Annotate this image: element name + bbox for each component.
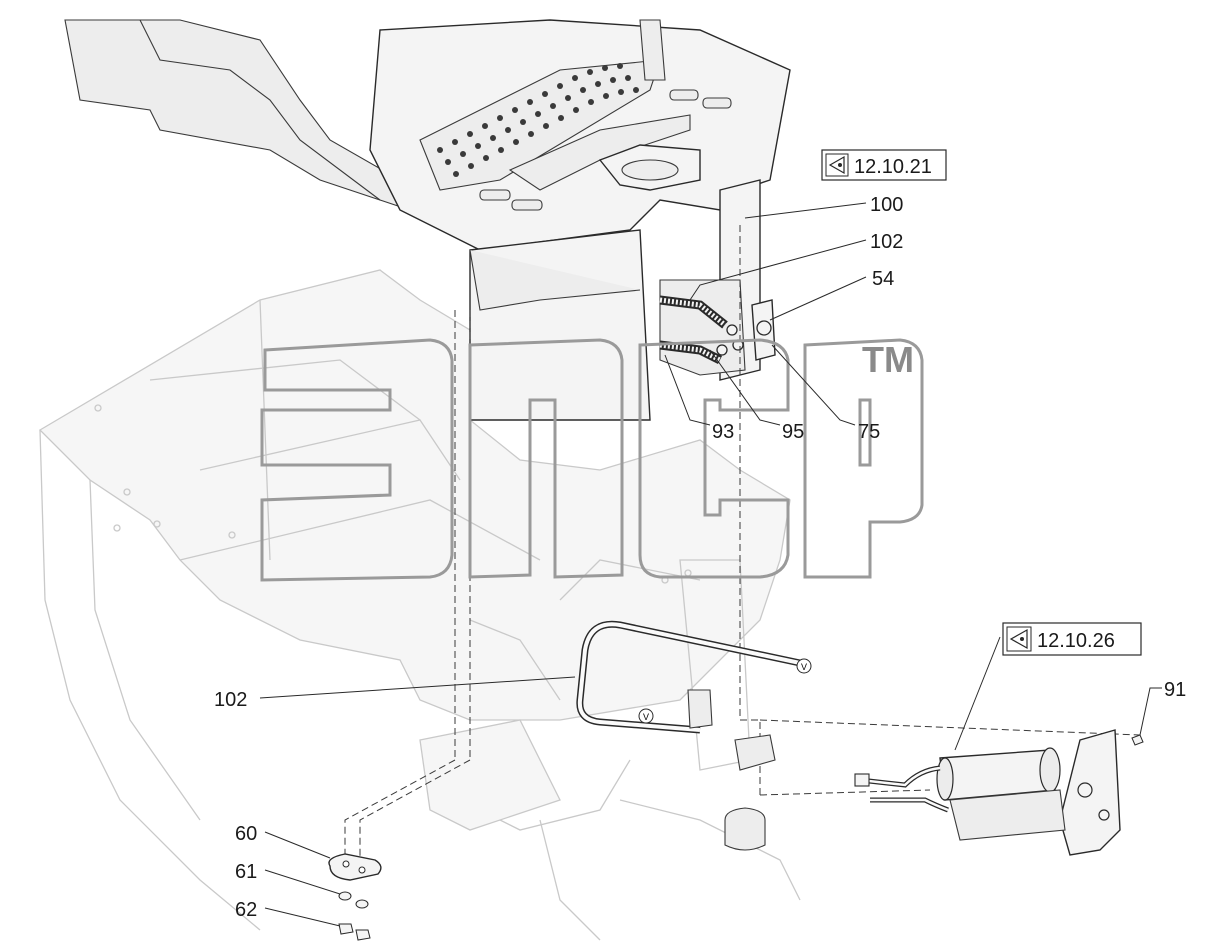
chassis-ghost-outline xyxy=(38,269,801,941)
reference-box-bottom: 12.10.26 xyxy=(1002,622,1142,656)
reference-label-top: 12.10.21 xyxy=(854,156,932,178)
watermark-logo: TM xyxy=(260,338,924,582)
callout-95: 95 xyxy=(782,421,804,443)
reference-label-bottom: 12.10.26 xyxy=(1037,630,1115,652)
valve-marker-v2: V xyxy=(638,708,654,724)
lift-cylinder xyxy=(687,689,776,851)
callout-75: 75 xyxy=(858,421,880,443)
callout-91: 91 xyxy=(1164,679,1186,701)
view-reference-icon xyxy=(1006,626,1032,652)
pipe-102-lower: V V xyxy=(576,620,812,734)
valve-marker-v1: V xyxy=(796,658,812,674)
callout-61: 61 xyxy=(235,861,257,883)
hardware-60-61-62 xyxy=(328,853,382,941)
callout-102-top: 102 xyxy=(870,231,903,253)
callout-54: 54 xyxy=(872,268,894,290)
reference-box-top: 12.10.21 xyxy=(821,149,947,181)
hose-connections xyxy=(659,295,776,365)
callout-62: 62 xyxy=(235,899,257,921)
callout-labels: 100 102 54 93 95 75 102 91 60 61 62 xyxy=(214,194,1186,921)
step-platform-assembly xyxy=(64,19,791,421)
callout-102-bottom: 102 xyxy=(214,689,247,711)
callout-60: 60 xyxy=(235,823,257,845)
view-reference-icon xyxy=(825,153,849,177)
leader-lines xyxy=(259,202,1162,927)
perforated-step-holes xyxy=(437,63,639,177)
callout-93: 93 xyxy=(712,421,734,443)
screw-91 xyxy=(1131,734,1144,746)
svg-text:V: V xyxy=(643,712,649,722)
filter-assembly xyxy=(854,729,1121,856)
trademark-mark: TM xyxy=(862,339,914,380)
svg-text:V: V xyxy=(801,662,807,672)
callout-100: 100 xyxy=(870,194,903,216)
